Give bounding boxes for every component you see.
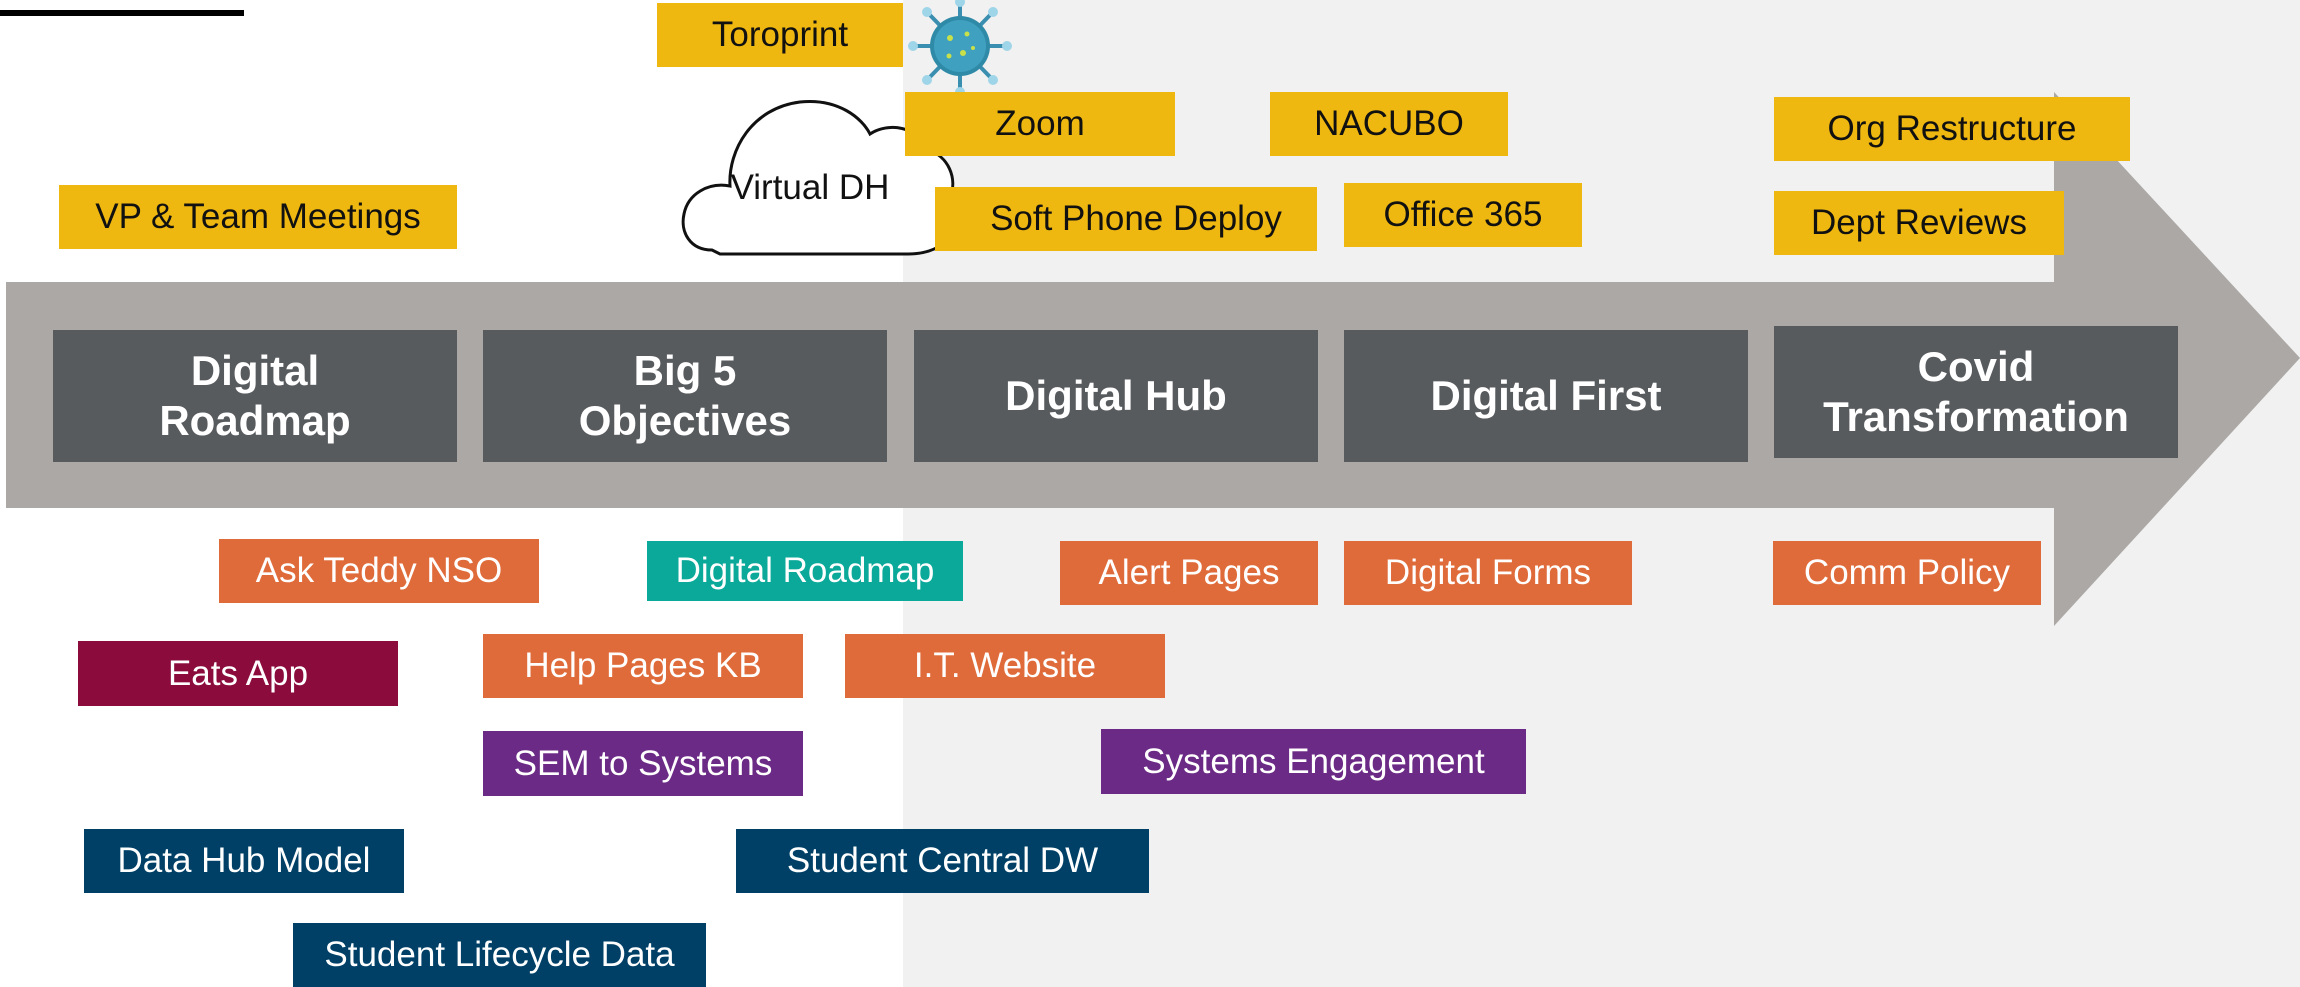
- tag-nacubo: NACUBO: [1270, 92, 1508, 156]
- tag-toroprint: Toroprint: [657, 3, 903, 67]
- tag-digital-roadmap: Digital Roadmap: [647, 541, 963, 601]
- tag-digital-forms: Digital Forms: [1344, 541, 1632, 605]
- tag-comm-policy: Comm Policy: [1773, 541, 2041, 605]
- tag-student-lifecycle-data: Student Lifecycle Data: [293, 923, 706, 987]
- tag-alert-pages: Alert Pages: [1060, 541, 1318, 605]
- tag-office-365: Office 365: [1344, 183, 1582, 247]
- tag-ask-teddy-nso: Ask Teddy NSO: [219, 539, 539, 603]
- stage-digital-hub: Digital Hub: [914, 330, 1318, 462]
- stage-digital-roadmap: Digital Roadmap: [53, 330, 457, 462]
- tag-student-central-dw: Student Central DW: [736, 829, 1149, 893]
- stage-big-5-objectives: Big 5 Objectives: [483, 330, 887, 462]
- tag-soft-phone-deploy: Soft Phone Deploy: [935, 187, 1317, 251]
- tag-org-restructure: Org Restructure: [1774, 97, 2130, 161]
- tag-it-website: I.T. Website: [845, 634, 1165, 698]
- tag-sem-to-systems: SEM to Systems: [483, 731, 803, 796]
- stage-covid-transformation: Covid Transformation: [1774, 326, 2178, 458]
- tag-help-pages-kb: Help Pages KB: [483, 634, 803, 698]
- tag-data-hub-model: Data Hub Model: [84, 829, 404, 893]
- virus-icon: [908, 0, 1012, 97]
- stage-digital-first: Digital First: [1344, 330, 1748, 462]
- tag-zoom: Zoom: [905, 92, 1175, 156]
- tag-systems-engagement: Systems Engagement: [1101, 729, 1526, 794]
- tag-dept-reviews: Dept Reviews: [1774, 191, 2064, 255]
- top-rule: [0, 10, 244, 16]
- tag-vp-team-meetings: VP & Team Meetings: [59, 185, 457, 249]
- tag-eats-app: Eats App: [78, 641, 398, 706]
- virtual-dh-label: Virtual DH: [730, 168, 890, 207]
